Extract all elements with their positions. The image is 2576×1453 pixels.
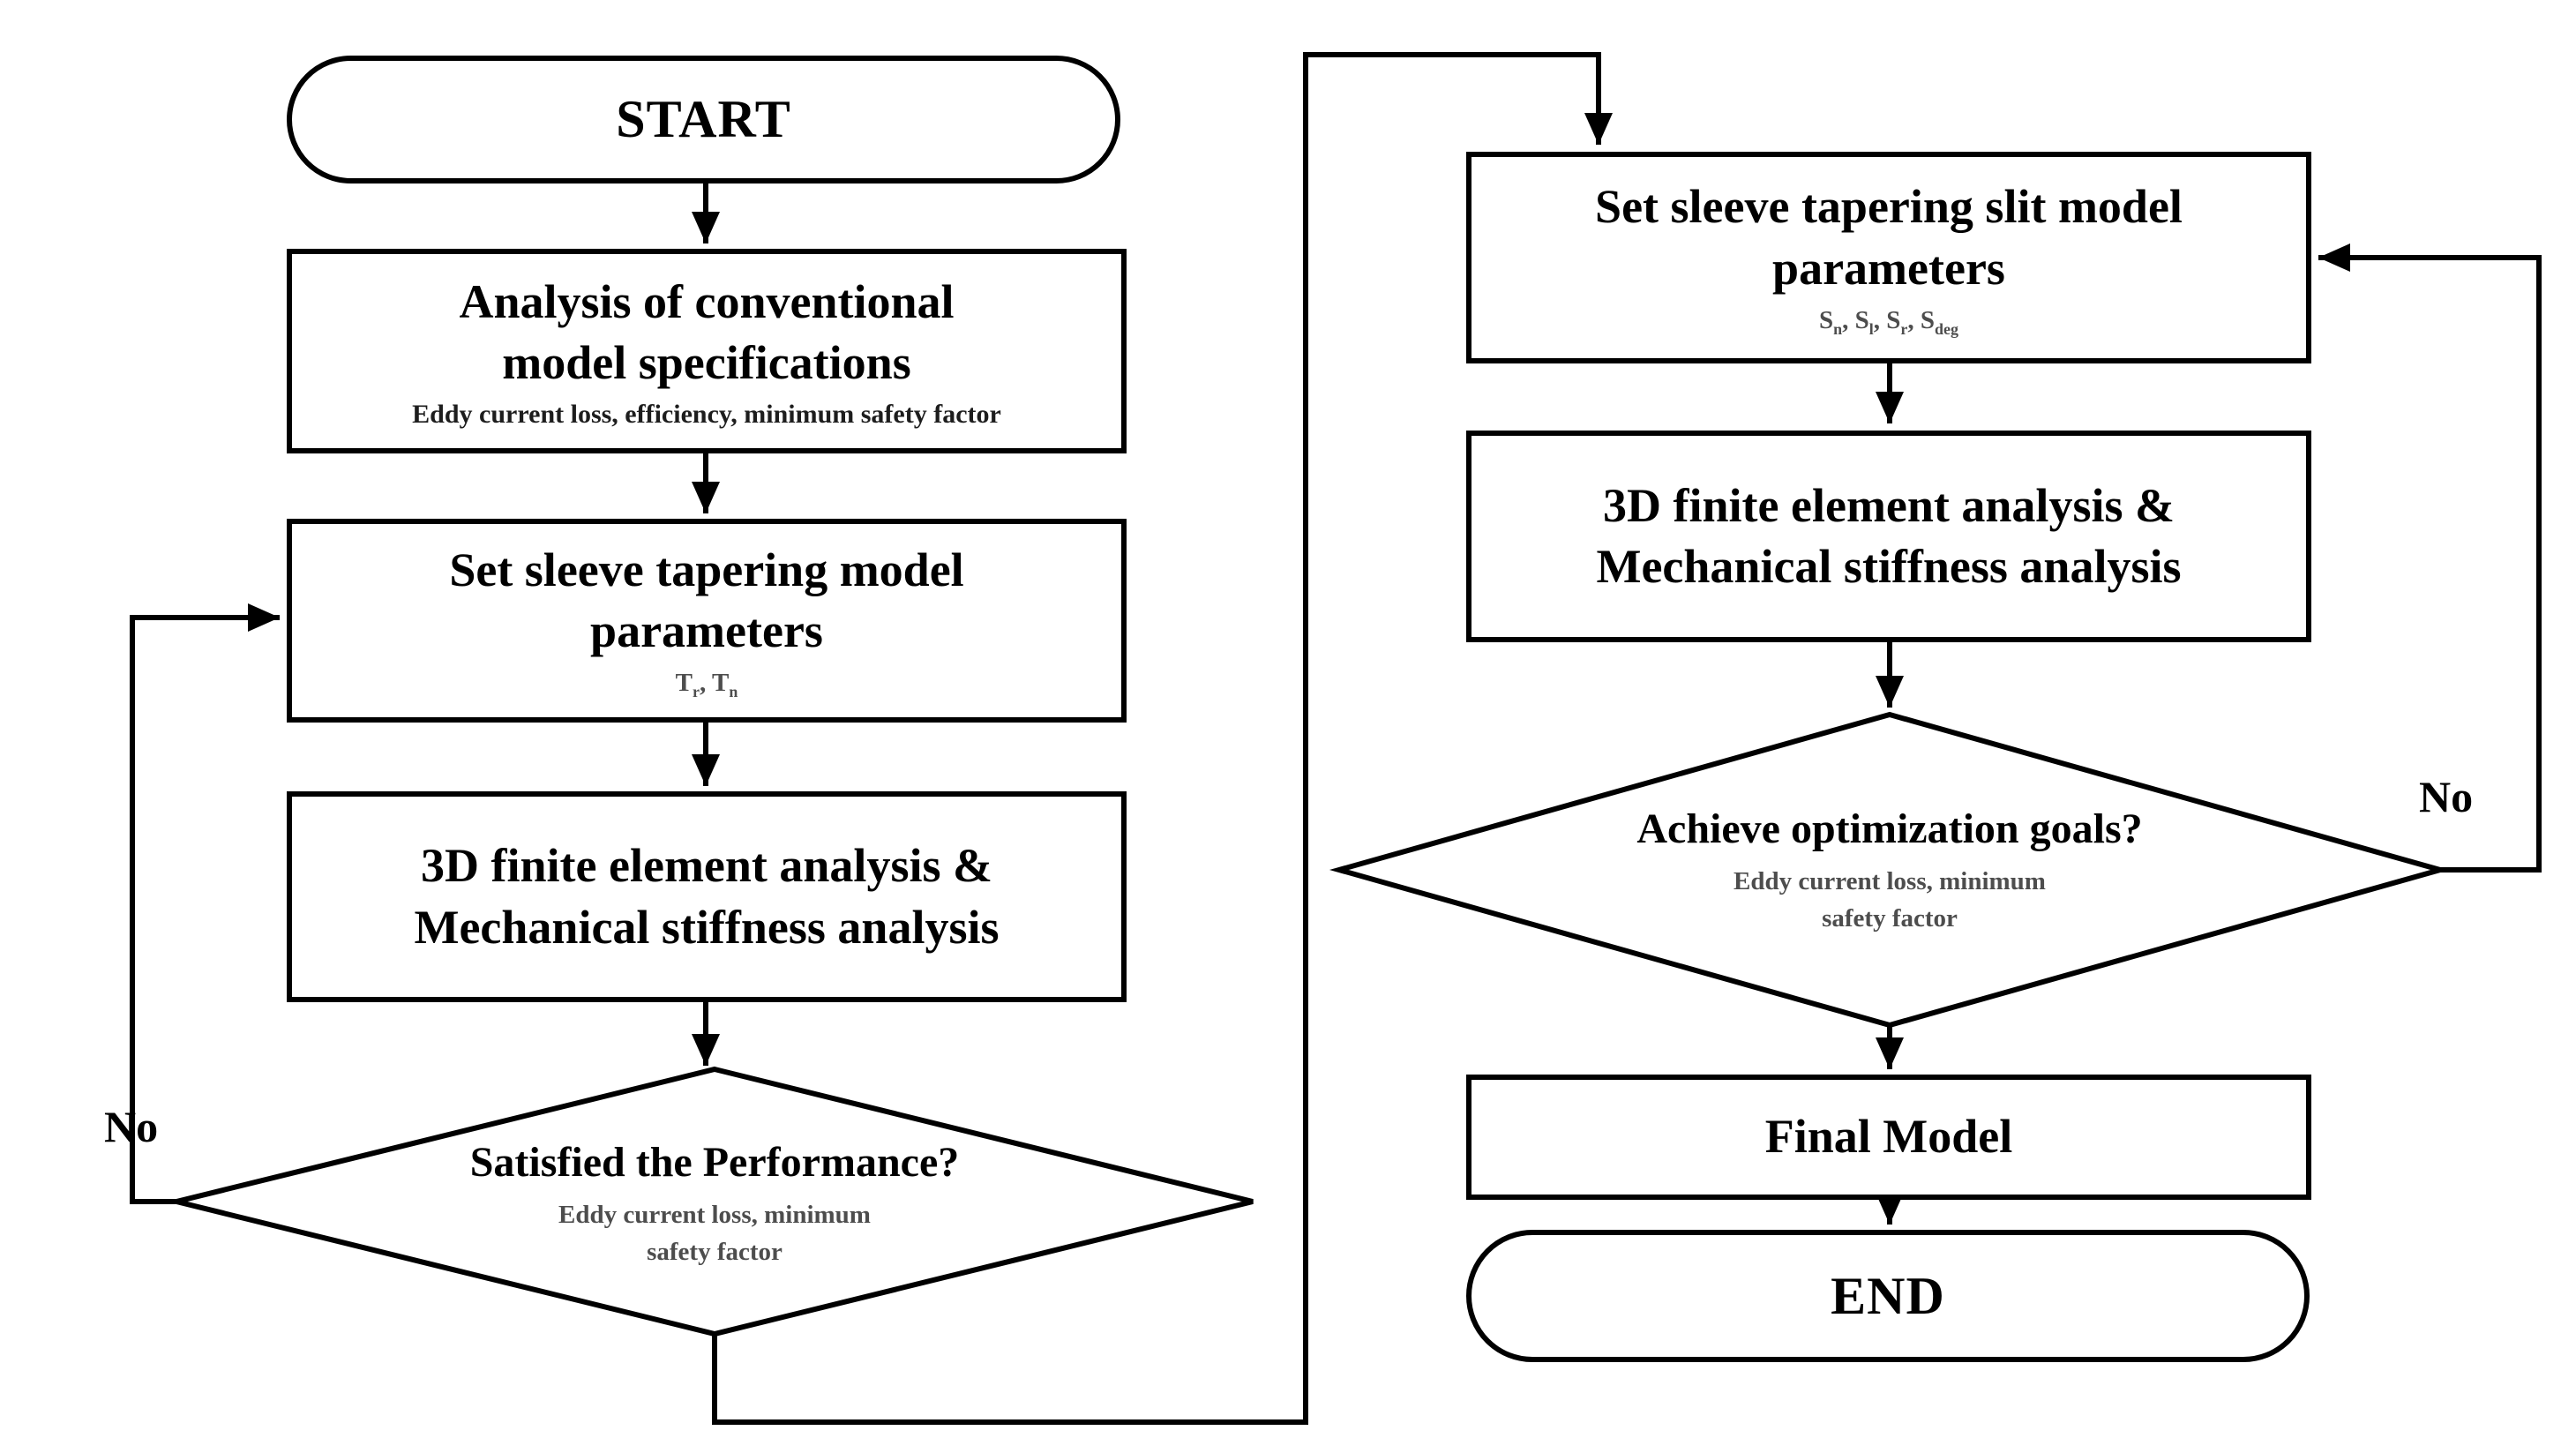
decision-performance-question: Satisfied the Performance? xyxy=(469,1139,960,1187)
fea-left-box: 3D finite element analysis & Mechanical … xyxy=(287,791,1127,1002)
analysis-conventional-subtitle: Eddy current loss, efficiency, minimum s… xyxy=(412,400,1001,430)
fea-right-box: 3D finite element analysis & Mechanical … xyxy=(1466,431,2311,642)
final-model-box: Final Model xyxy=(1466,1075,2311,1200)
end-terminal: END xyxy=(1466,1230,2310,1362)
decision-optimization-criteria: Eddy current loss, minimum safety factor xyxy=(1734,866,2046,932)
start-terminal: START xyxy=(287,56,1120,183)
analysis-conventional-title: Analysis of conventional model specifica… xyxy=(459,274,955,389)
fea-right-title: 3D finite element analysis & Mechanical … xyxy=(1596,478,2182,593)
set-tapering-params-symbols: Tr, Tn xyxy=(675,669,738,700)
fea-left-title: 3D finite element analysis & Mechanical … xyxy=(414,839,1000,954)
start-label: START xyxy=(616,90,791,148)
set-slit-params-symbols: Sn, Sl, Sr, Sdeg xyxy=(1819,305,1958,338)
set-tapering-params-title: Set sleeve tapering model parameters xyxy=(449,543,964,658)
edge-decision-no-right-loop xyxy=(2318,243,2542,873)
end-label: END xyxy=(1831,1266,1945,1325)
no-label-right: No xyxy=(2419,772,2474,821)
decision-optimization-diamond xyxy=(1329,711,2451,1029)
set-slit-params-box: Set sleeve tapering slit model parameter… xyxy=(1466,152,2311,363)
edge-decision-yes-to-slit-box xyxy=(712,52,1613,1425)
set-tapering-params-box: Set sleeve tapering model parameters Tr,… xyxy=(287,519,1127,723)
final-model-title: Final Model xyxy=(1764,1110,2013,1164)
analysis-conventional-box: Analysis of conventional model specifica… xyxy=(287,249,1127,453)
no-label-left: No xyxy=(104,1102,159,1151)
edge-decision-no-left-loop xyxy=(130,603,280,1204)
decision-performance-text: Satisfied the Performance? Eddy current … xyxy=(265,1094,1164,1314)
decision-optimization-question: Achieve optimization goals? xyxy=(1636,805,2143,853)
set-slit-params-title: Set sleeve tapering slit model parameter… xyxy=(1595,180,2183,295)
decision-optimization-text: Achieve optimization goals? Eddy current… xyxy=(1440,760,2340,981)
decision-performance-criteria: Eddy current loss, minimum safety factor xyxy=(558,1200,871,1266)
decision-performance-diamond xyxy=(176,1066,1254,1337)
